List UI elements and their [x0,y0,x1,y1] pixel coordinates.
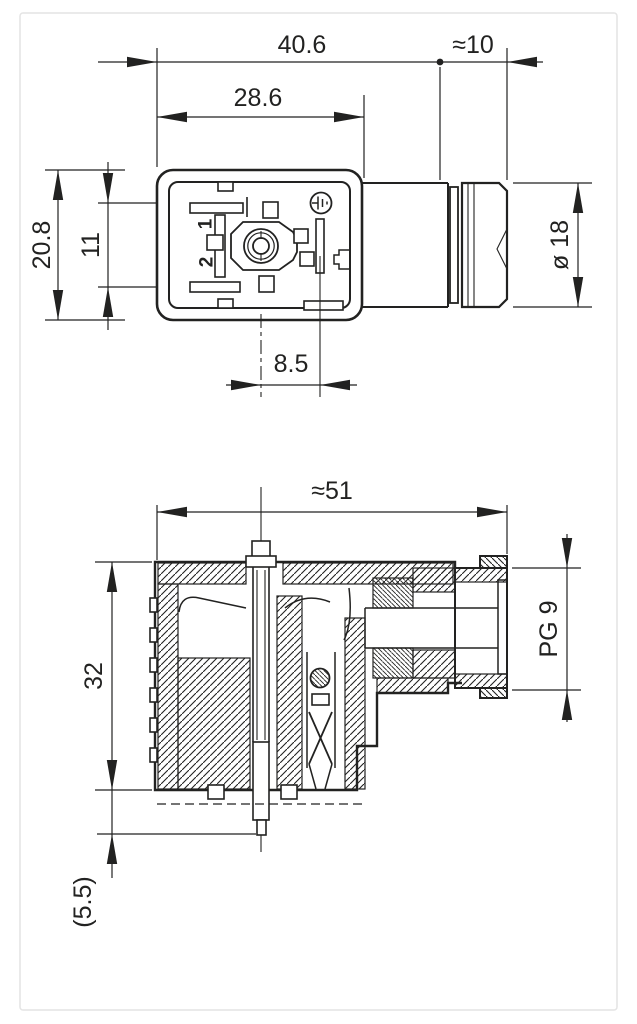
gland-cap-top-lip [479,555,508,568]
gland-nut [460,181,509,309]
ground-symbol-icon [309,191,333,215]
gland-nut-section [372,647,414,679]
section-body [149,487,508,852]
contact-slot-2 [189,281,241,293]
screw-collar [245,555,277,568]
keyway-west [206,234,224,251]
contact-slot-1 [189,202,244,214]
connector-front-face: 1 2 [155,168,364,322]
gland-cap-bore-step [497,579,507,675]
dim-contact-spacing-label: 11 [77,232,105,258]
dim-overall-length-label: ≈51 [311,477,353,505]
right-wall-notch [333,249,350,270]
arrowhead [106,760,118,790]
front-view: 40.6 ≈10 28.6 20.8 11 [28,31,592,397]
arrowhead [127,56,157,68]
arrowhead [561,538,573,568]
arrowhead [572,183,584,213]
arrowhead [477,506,507,518]
dimension-overall-width: 40.6 ≈10 [98,31,543,180]
dimension-overall-length: ≈51 [156,477,508,560]
arrowhead [102,173,114,203]
cable-gland-profile [362,181,509,309]
dimension-center-to-ground: 8.5 [226,256,357,397]
page-frame [19,12,618,1011]
section-hatching [157,555,508,790]
arrowhead [52,290,64,320]
arrowhead [106,562,118,592]
gland-thread-tube [454,567,508,689]
right-chamber-dome [284,597,331,609]
dimension-cable-thread: PG 9 [512,534,581,722]
dim-cable-thread-label: PG 9 [535,601,563,658]
ground-contact-section [343,587,351,641]
arrowhead [320,379,350,391]
top-keying-notch [217,181,234,192]
screw-shank [252,741,270,821]
dim-gland-diameter-label: ø 18 [546,220,574,270]
central-screw [245,487,277,852]
dim-center-to-ground-label: 8.5 [274,350,309,378]
dimension-section-height: 32 [80,561,152,791]
gland-collar [449,186,459,304]
mounting-tab [280,784,298,800]
dim-pin-protrusion-label: (5.5) [69,876,97,927]
dim-face-width-label: 28.6 [234,84,283,112]
section-view: ≈51 [69,477,581,928]
arrowhead [561,690,573,720]
contact-assembly [308,667,333,790]
nut-hex-chevron [496,228,508,270]
pin-2-label: 2 [197,257,218,268]
dim-gland-length-label: ≈10 [452,31,494,59]
dimension-pin-protrusion: (5.5) [69,790,256,928]
screw-head [251,540,271,558]
dimension-body-height: 20.8 [28,169,125,321]
left-chamber-dome [178,596,247,613]
pin-1-label: 1 [196,218,217,229]
dimension-gland-diameter: ø 18 [513,182,592,308]
arrowhead [231,379,261,391]
arrowhead [507,56,537,68]
grip-ribs [149,597,158,763]
keyway-south [258,275,275,293]
dimension-dot [436,58,444,66]
screw-tip [256,819,267,836]
dim-body-height-label: 20.8 [28,221,56,270]
lower-right-slot [303,300,344,311]
dim-section-height-label: 32 [80,662,108,690]
dim-overall-width-label: 40.6 [278,31,327,59]
arrowhead [572,277,584,307]
mounting-tab [207,784,225,800]
dimension-face-width: 28.6 [157,84,365,178]
keyway-north [262,201,279,219]
arrowhead [334,111,364,123]
arrowhead [102,287,114,317]
arrowhead [157,111,187,123]
arrowhead [106,834,118,864]
center-screw-hole [252,237,270,255]
arrowhead [52,170,64,200]
keyway-east-lower [299,251,315,267]
bottom-keying-notch [217,298,234,309]
arrowhead [157,506,187,518]
keyway-east-upper [293,228,309,244]
gland-cap-bottom-lip [479,688,508,699]
gland-nut-section [372,577,414,609]
contact-bushing [309,667,331,689]
